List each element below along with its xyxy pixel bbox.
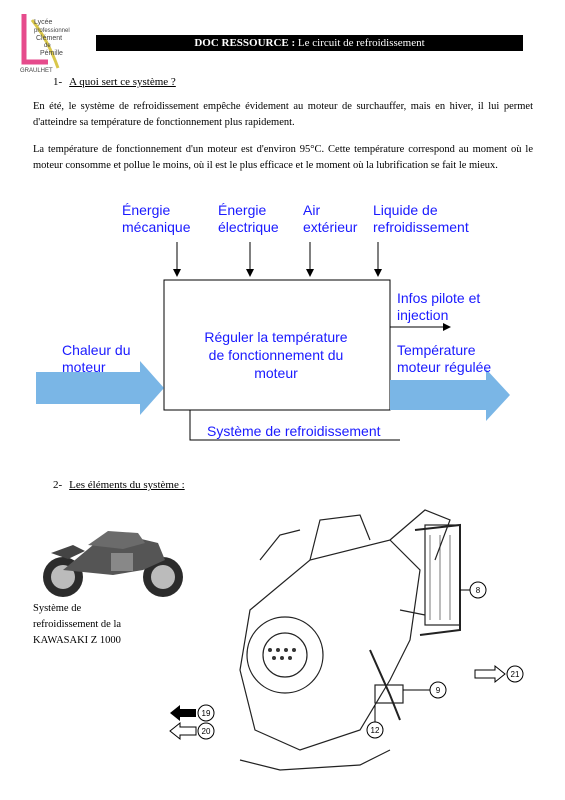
input-label: Air: [303, 202, 320, 218]
input-label: mécanique: [122, 219, 191, 235]
input-label: extérieur: [303, 219, 358, 235]
regulated-output-arrow: [390, 369, 510, 421]
input-label: électrique: [218, 219, 279, 235]
heat-input-label: moteur: [62, 359, 106, 375]
engine-cooling-drawing: 8 9 12 19 20 21: [169, 509, 524, 771]
flow-arrow-filled: [170, 705, 196, 721]
heat-input-label: Chaleur du: [62, 342, 131, 358]
input-label: refroidissement: [373, 219, 469, 235]
callout-number: 9: [436, 686, 441, 695]
regulated-output-label: moteur régulée: [397, 359, 491, 375]
paragraph-1: En été, le système de refroidissement em…: [33, 101, 533, 128]
regulated-output-label: Température: [397, 342, 476, 358]
function-label: moteur: [254, 365, 298, 381]
input-label: Énergie: [122, 202, 170, 218]
info-output-label: Infos pilote et: [397, 290, 480, 306]
caption-line: refroidissement de la: [33, 619, 122, 630]
section-number: 2-: [53, 479, 63, 491]
school-logo: Lycée professionnel Clément de Pémille G…: [20, 14, 70, 74]
logo-line: GRAULHET: [20, 68, 53, 74]
section-title: Les éléments du système :: [69, 479, 185, 491]
paragraph-2: La température de fonctionnement d'un mo…: [33, 144, 533, 171]
support-label: Système de refroidissement: [207, 423, 381, 439]
header-bar: DOC RESSOURCE : Le circuit de refroidiss…: [96, 35, 523, 51]
function-diagram: Énergie mécanique Énergie électrique Air…: [36, 202, 510, 441]
logo-line: Lycée: [34, 19, 53, 26]
function-label: de fonctionnement du: [209, 347, 344, 363]
logo-line: de: [44, 43, 51, 49]
header-label: DOC RESSOURCE :: [194, 37, 296, 49]
support-line: [189, 410, 400, 441]
motorcycle-image: [33, 515, 191, 605]
header-title: Le circuit de refroidissement: [297, 37, 425, 49]
info-output-label: injection: [397, 307, 448, 323]
caption-line: Système de: [33, 603, 82, 614]
caption-line: KAWASAKI Z 1000: [33, 635, 121, 646]
section-2-heading: 2- Les éléments du système :: [53, 479, 185, 491]
callout-number: 12: [371, 726, 380, 735]
input-label: Liquide de: [373, 202, 438, 218]
callout-number: 19: [202, 709, 211, 718]
heat-input-arrow: [36, 361, 164, 415]
function-label: Réguler la température: [204, 329, 347, 345]
logo-line: Clément: [36, 35, 62, 42]
input-label: Énergie: [218, 202, 266, 218]
callout-number: 8: [476, 586, 481, 595]
motorcycle-caption: Système de refroidissement de la KAWASAK…: [33, 601, 153, 649]
function-box: [163, 279, 391, 411]
logo-line: Pémille: [40, 50, 63, 57]
callout-number: 21: [511, 670, 520, 679]
callout-number: 20: [202, 727, 211, 736]
section-title: A quoi sert ce système ?: [69, 76, 176, 88]
section-number: 1-: [53, 76, 63, 88]
logo-line: professionnel: [34, 28, 70, 34]
section-1-heading: 1- A quoi sert ce système ?: [53, 76, 176, 88]
